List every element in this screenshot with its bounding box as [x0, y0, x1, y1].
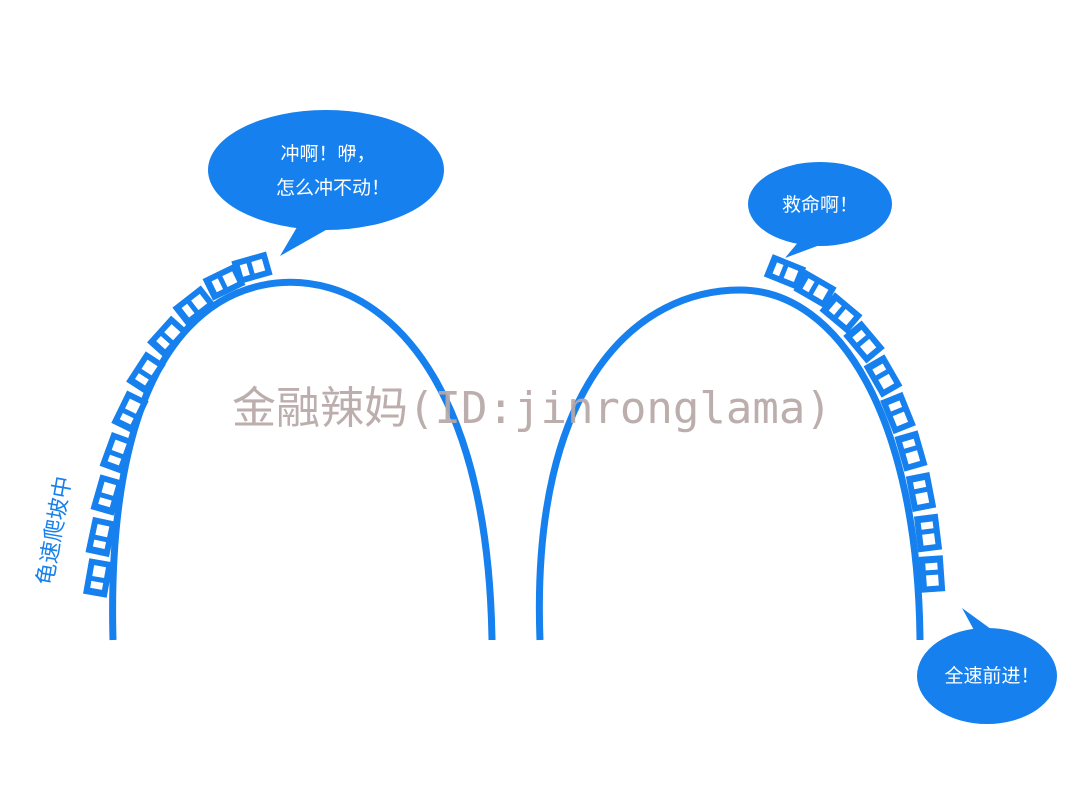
right-train-car — [905, 472, 937, 512]
right-train-car — [793, 269, 837, 309]
left-train-car — [231, 251, 273, 285]
left-train-car — [90, 474, 124, 516]
bubble-right-bottom-text: 全速前进！ — [944, 665, 1039, 687]
left-train-car — [99, 431, 135, 475]
right-train-car — [894, 430, 928, 472]
speech-bubble-right-top: 救命啊！ — [748, 162, 892, 258]
left-train — [83, 251, 273, 598]
right-train-car — [880, 391, 916, 435]
speech-bubble-right-bottom: 全速前进！ — [917, 608, 1057, 724]
right-train-car — [863, 354, 903, 398]
left-train-car — [172, 285, 216, 327]
right-train-car — [843, 320, 885, 364]
left-train-car — [147, 315, 189, 359]
right-train-car — [913, 513, 943, 553]
left-train-car — [111, 390, 149, 434]
right-train-car — [918, 555, 946, 593]
side-label: 龟速爬坡中 — [33, 474, 77, 587]
speech-bubble-left: 冲啊！咿， 怎么冲不动！ — [208, 110, 444, 256]
right-train-car — [819, 292, 863, 334]
left-train-car — [126, 351, 166, 395]
left-train-car — [85, 516, 117, 558]
right-train-car — [763, 254, 807, 290]
bubble-left-line2: 怎么冲不动！ — [276, 177, 390, 199]
watermark-text: 金融辣妈(ID:jinronglama) — [232, 383, 832, 434]
right-train — [763, 254, 946, 593]
left-train-car — [83, 558, 113, 598]
bubble-left-line1: 冲啊！咿， — [280, 143, 375, 165]
bubble-right-top-text: 救命啊！ — [782, 194, 858, 216]
right-hill-track — [535, 286, 924, 641]
